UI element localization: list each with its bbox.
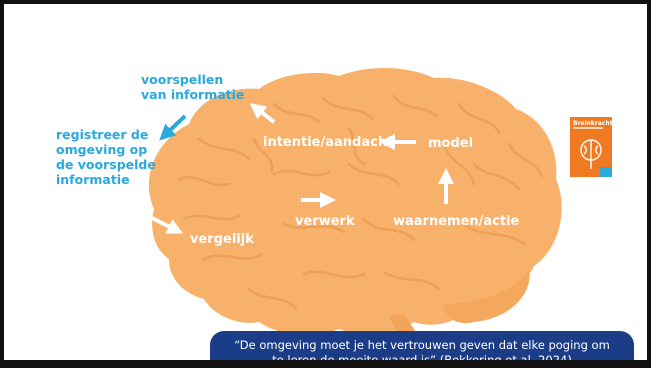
arrows-layer bbox=[4, 4, 651, 368]
quote-line-1: “De omgeving moet je het vertrouwen geve… bbox=[210, 338, 634, 353]
label-perceive-act: waarnemen/actie bbox=[393, 214, 519, 229]
label-process: verwerk bbox=[295, 214, 355, 229]
arrow-icon bbox=[165, 116, 185, 135]
label-model: model bbox=[428, 136, 473, 151]
book-corner bbox=[600, 167, 612, 177]
label-intention: intentie/aandacht bbox=[263, 135, 393, 150]
arrow-icon bbox=[152, 218, 176, 230]
book-cover: Breinkracht bbox=[570, 117, 612, 177]
label-compare: vergelijk bbox=[190, 232, 254, 247]
quote-banner: “De omgeving moet je het vertrouwen geve… bbox=[210, 331, 634, 368]
arrow-icon bbox=[256, 108, 274, 122]
quote-line-2: te leren de moeite waard is” (Bekkering … bbox=[210, 353, 634, 368]
